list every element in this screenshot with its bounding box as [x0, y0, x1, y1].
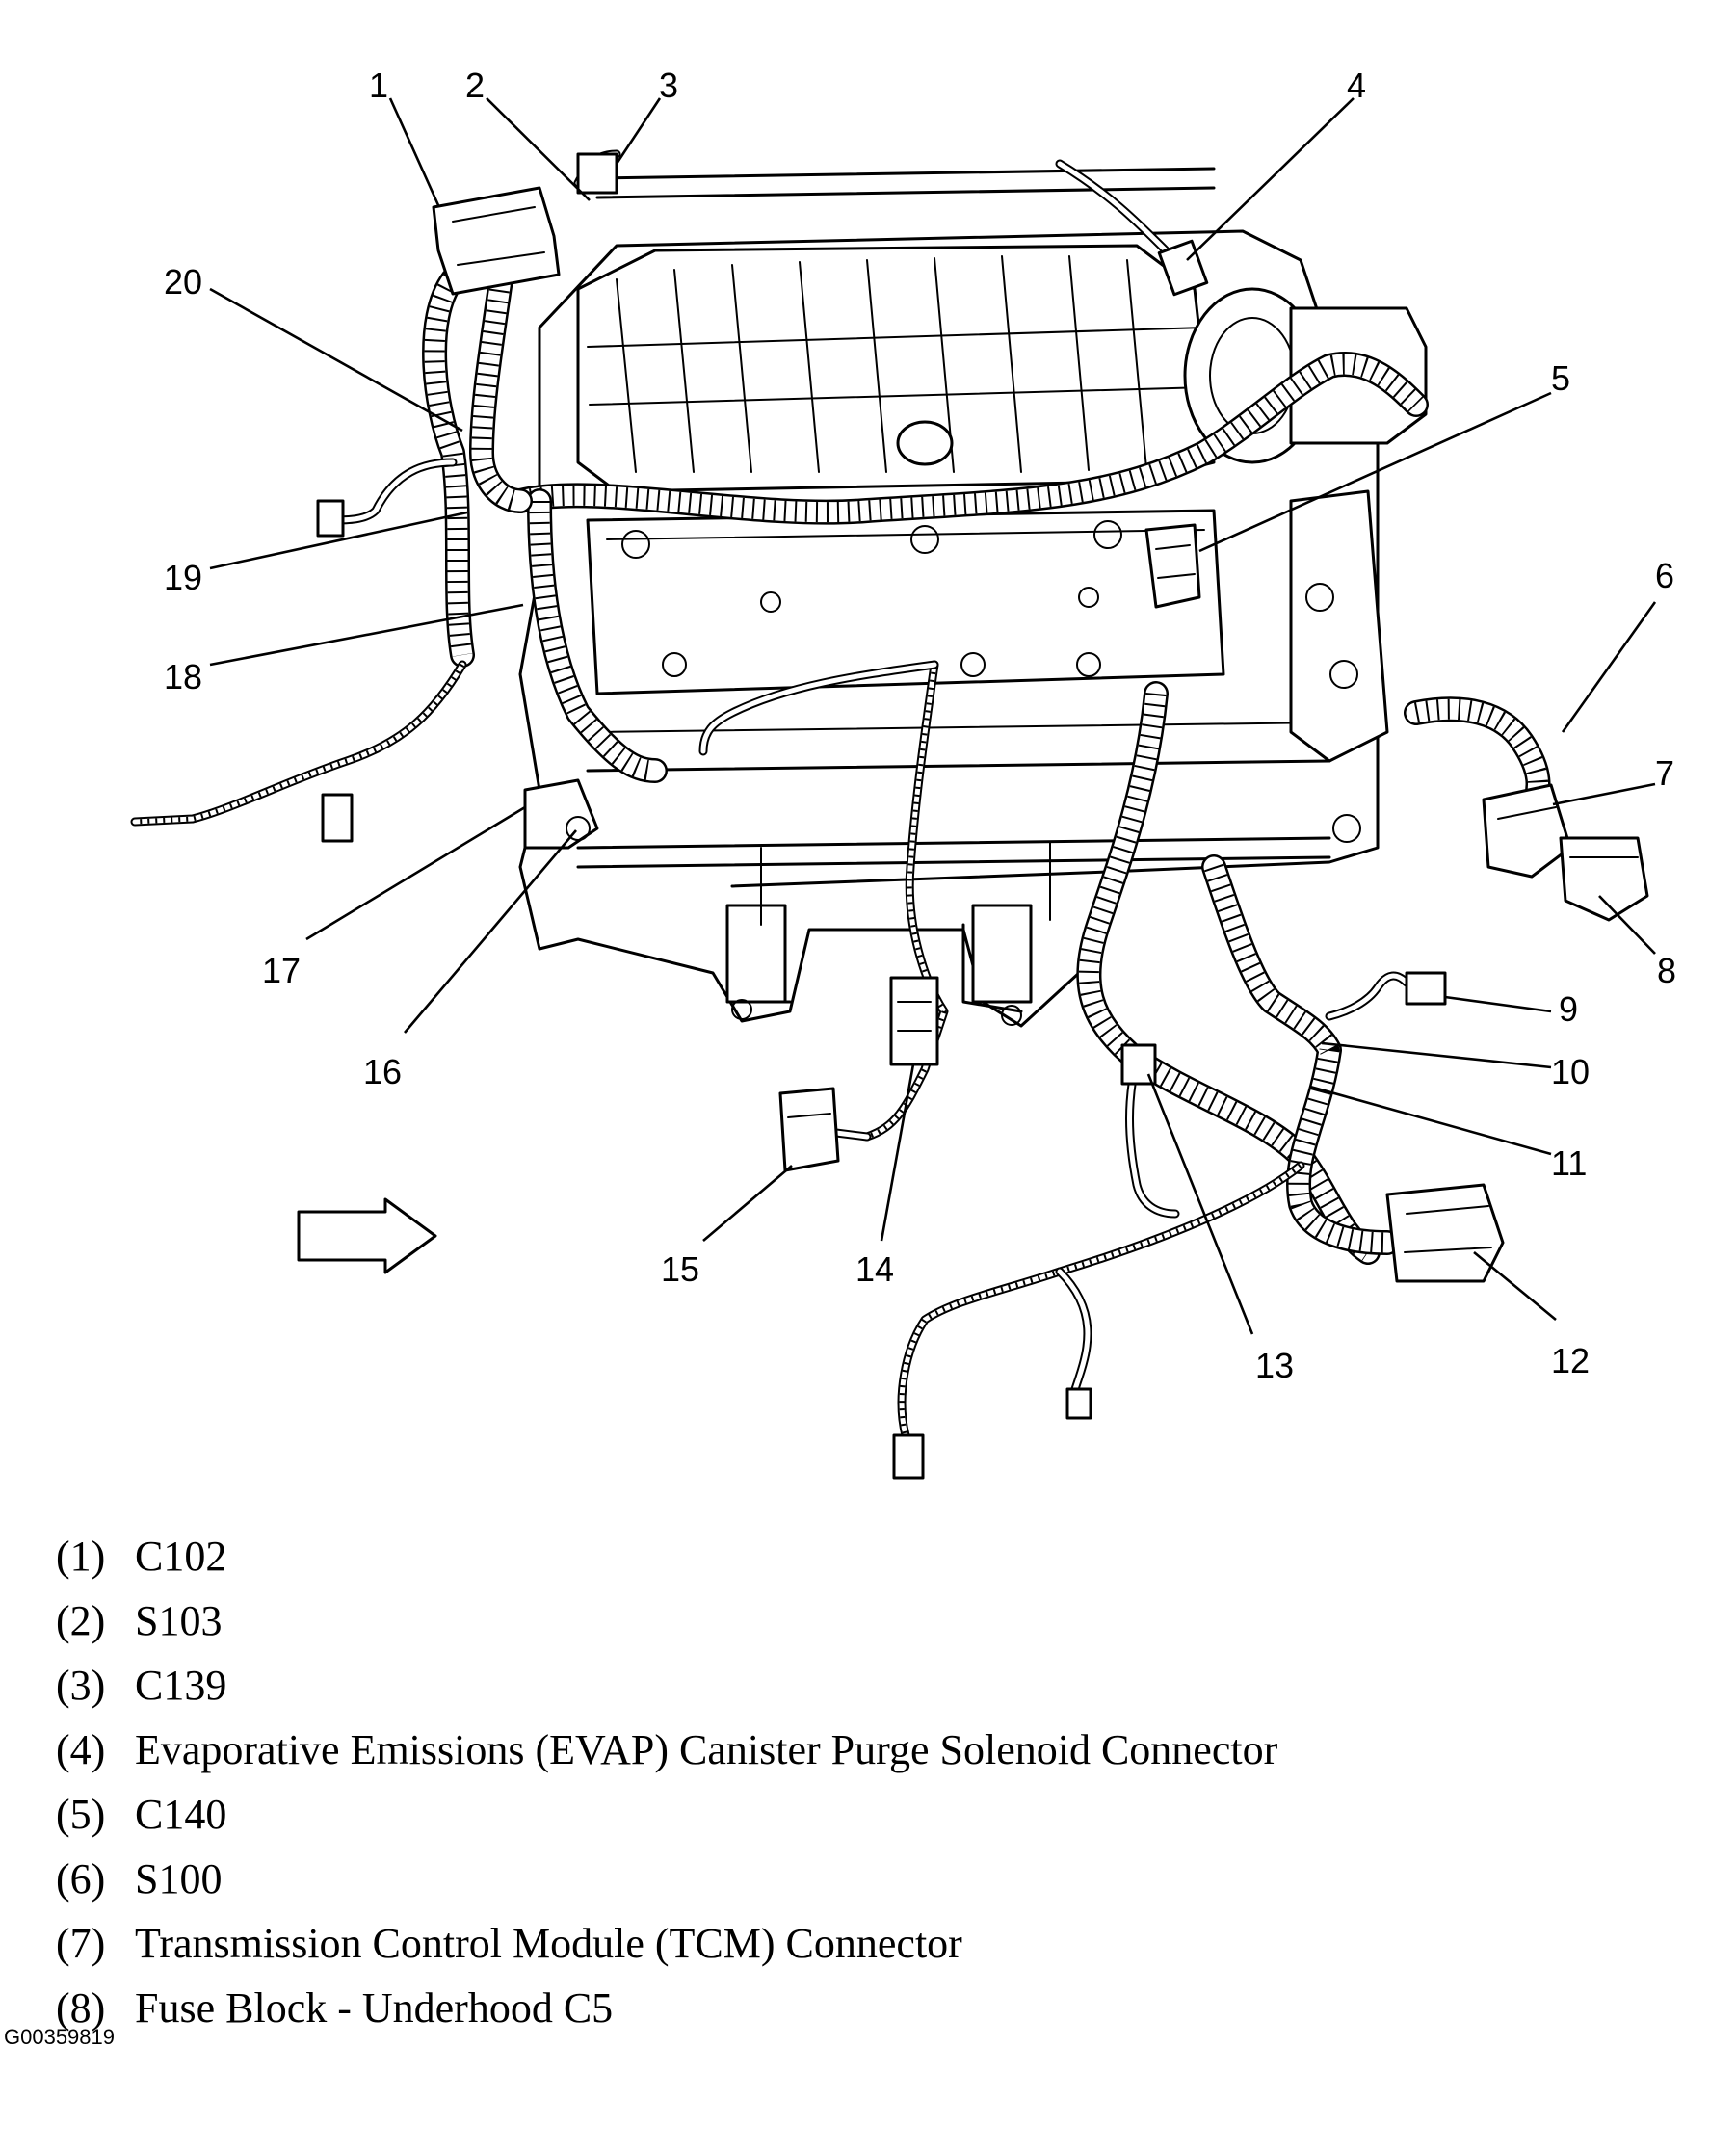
- legend-key: (7): [56, 1920, 106, 1967]
- legend-item-1: (1) C102: [56, 1524, 1597, 1588]
- c102-connector: [432, 186, 561, 296]
- engine-harness-diagram: 1 2 3 4 5 6 7 8 9 10 11 12 13 14 15 16 1…: [130, 66, 1676, 1480]
- legend-item-5: (5) C140: [56, 1782, 1597, 1847]
- connector-12: [1385, 1183, 1505, 1283]
- engine-illustration: [518, 167, 1428, 1028]
- callout-18: 18: [164, 657, 202, 696]
- callout-2: 2: [465, 66, 485, 105]
- legend-text: C102: [135, 1533, 227, 1580]
- legend-item-2: (2) S103: [56, 1588, 1597, 1653]
- callout-1: 1: [369, 66, 388, 105]
- c139-connector: [576, 152, 618, 195]
- legend-text: Evaporative Emissions (EVAP) Canister Pu…: [135, 1726, 1278, 1773]
- connector-9: [1405, 971, 1447, 1006]
- callout-5: 5: [1551, 358, 1570, 398]
- leader-lines: [209, 97, 1657, 1335]
- legend: (1) C102 (2) S103 (3) C139 (4) Evaporative E…: [56, 1524, 1597, 2040]
- legend-item-7: (7) Transmission Control Module (TCM) Con…: [56, 1911, 1597, 1976]
- legend-key: (3): [56, 1662, 106, 1709]
- callout-19: 19: [164, 558, 202, 597]
- callout-15: 15: [661, 1249, 699, 1289]
- legend-item-8: (8) Fuse Block - Underhood C5: [56, 1976, 1597, 2040]
- callout-11: 11: [1551, 1143, 1587, 1183]
- connector-14: [889, 976, 939, 1066]
- callout-20: 20: [164, 262, 202, 302]
- evap-solenoid-connector: [1157, 239, 1209, 297]
- legend-item-4: (4) Evaporative Emissions (EVAP) Canister…: [56, 1718, 1597, 1782]
- connector-15: [778, 1087, 840, 1172]
- legend-key: (5): [56, 1791, 106, 1838]
- front-direction-arrow: [297, 1197, 437, 1274]
- callout-4: 4: [1347, 66, 1366, 105]
- legend-item-3: (3) C139: [56, 1653, 1597, 1718]
- legend-item-6: (6) S100: [56, 1847, 1597, 1911]
- bottom-right-connector: [1065, 1387, 1092, 1420]
- c140-connector: [1144, 523, 1201, 609]
- callout-numbers: 1 2 3 4 5 6 7 8 9 10 11 12 13 14 15 16 1…: [164, 66, 1676, 1385]
- tcm-connector: [1482, 783, 1572, 879]
- legend-key: (8): [56, 1984, 106, 2032]
- fuse-block-c5: [1559, 836, 1649, 922]
- left-upper-connector: [316, 499, 345, 538]
- connectors: [316, 152, 1649, 1480]
- figure-id: G00359819: [4, 2025, 115, 2049]
- legend-text: C139: [135, 1662, 227, 1709]
- callout-8: 8: [1657, 951, 1676, 990]
- callout-7: 7: [1655, 753, 1674, 793]
- left-harness-connector: [321, 793, 354, 843]
- legend-text: Fuse Block - Underhood C5: [135, 1984, 614, 2032]
- legend-key: (1): [56, 1533, 106, 1580]
- wiring-harness: [130, 149, 1551, 1440]
- legend-key: (6): [56, 1855, 106, 1903]
- callout-14: 14: [855, 1249, 894, 1289]
- legend-text: C140: [135, 1791, 227, 1838]
- callout-13: 13: [1255, 1346, 1294, 1385]
- callout-9: 9: [1559, 989, 1578, 1029]
- bottom-connector: [892, 1433, 925, 1480]
- callout-10: 10: [1551, 1052, 1590, 1091]
- callout-17: 17: [262, 951, 301, 990]
- legend-key: (2): [56, 1597, 106, 1644]
- legend-text: Transmission Control Module (TCM) Connec…: [135, 1920, 962, 1967]
- callout-6: 6: [1655, 556, 1674, 595]
- callout-16: 16: [363, 1052, 402, 1091]
- legend-key: (4): [56, 1726, 106, 1773]
- callout-12: 12: [1551, 1341, 1590, 1380]
- callout-3: 3: [659, 66, 678, 105]
- legend-text: S100: [135, 1855, 223, 1903]
- legend-text: S103: [135, 1597, 223, 1644]
